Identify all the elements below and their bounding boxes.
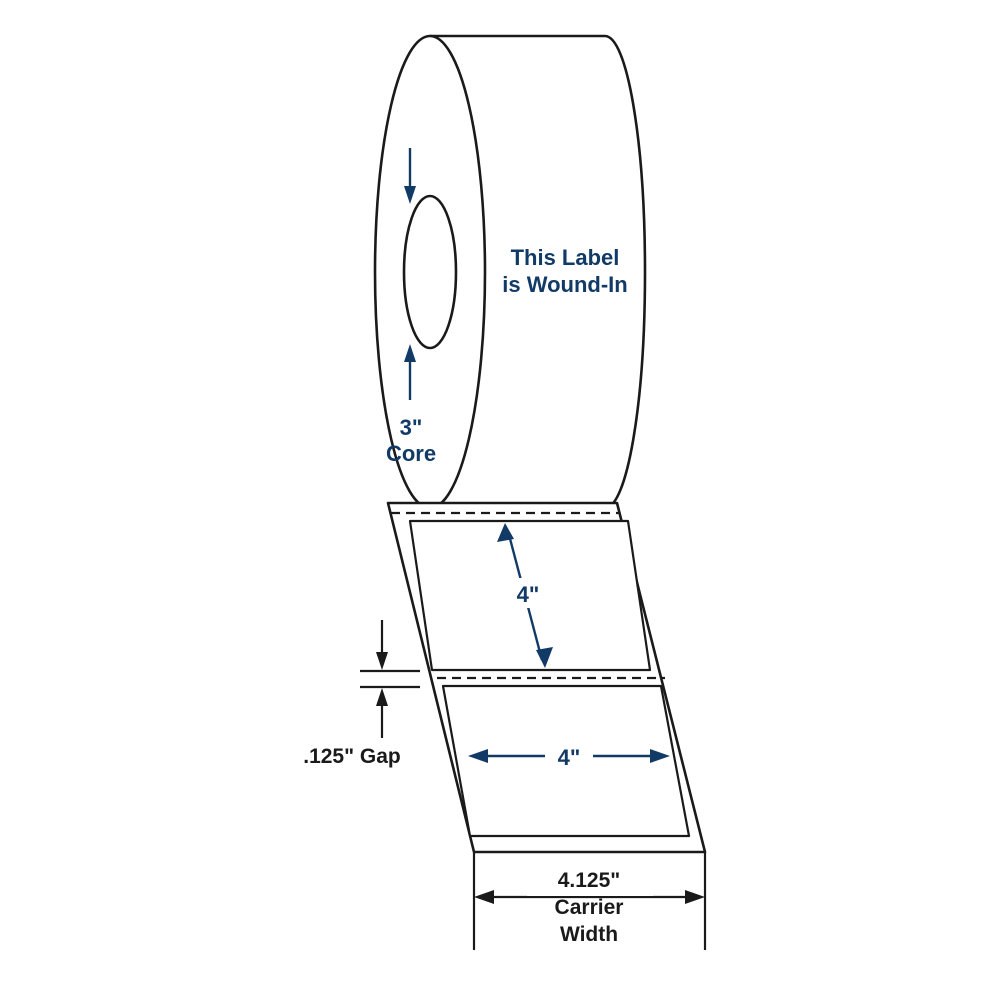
gap-arrowhead-top [376,652,388,670]
label-height-arrowhead-top [497,523,514,542]
wound-in-label-line2: is Wound-In [502,272,627,297]
carrier-arrowhead-left [474,890,494,904]
roll-cylinder [373,34,647,510]
carrier-arrowhead-right [685,890,705,904]
label-width-text-mask [545,741,593,771]
label-height-text: 4" [517,582,540,607]
label-width-dimension: 4" [468,741,670,771]
carrier-text-mask [527,862,653,896]
label-height-arrowhead-bottom [536,647,553,668]
carrier-width-dimension: 4.125" Carrier Width [472,852,707,950]
carrier-label-line2: Carrier [555,896,624,919]
label-width-arrowhead-right [650,749,670,763]
core-dimension [404,148,416,400]
core-label-line1: 3" [400,415,423,440]
carrier-label-line3: Width [560,923,618,946]
core-dim-arrowhead-bottom [404,344,416,362]
gap-label-text: .125" Gap [303,745,401,768]
label-height-dimension: 4" [497,523,553,668]
label-width-text: 4" [558,745,581,770]
wound-in-label-line1: This Label [511,245,620,270]
label-height-text-mask [507,578,547,608]
roll-core-hole [402,194,458,350]
gap-arrowhead-bottom [376,688,388,706]
gap-dimension: .125" Gap [303,620,420,768]
core-label-line2: Core [386,441,436,466]
carrier-label-line1: 4.125" [558,869,621,892]
roll-body-shape [428,34,647,510]
core-dim-arrowhead-top [404,186,416,204]
label-width-arrowhead-left [468,749,488,763]
